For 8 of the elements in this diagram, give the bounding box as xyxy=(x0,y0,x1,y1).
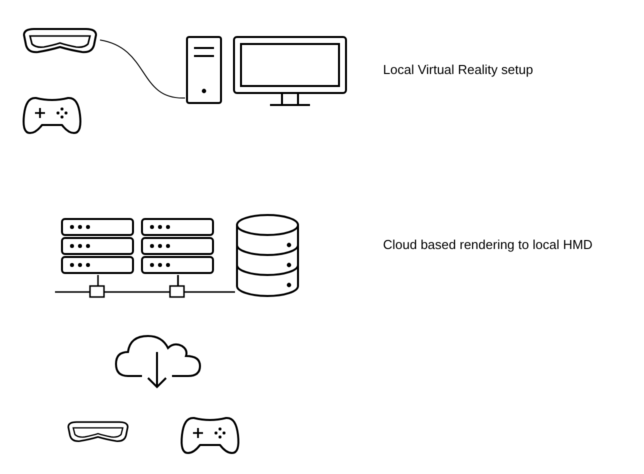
server-rack-icon xyxy=(140,217,215,275)
database-icon xyxy=(235,213,300,298)
cable xyxy=(100,40,186,98)
network-line xyxy=(177,275,235,293)
computer-tower-icon xyxy=(185,35,223,105)
caption-text: Local Virtual Reality setup xyxy=(383,62,534,77)
server-rack-icon xyxy=(60,217,135,275)
caption-text: Cloud based rendering to local HMD xyxy=(383,237,593,252)
